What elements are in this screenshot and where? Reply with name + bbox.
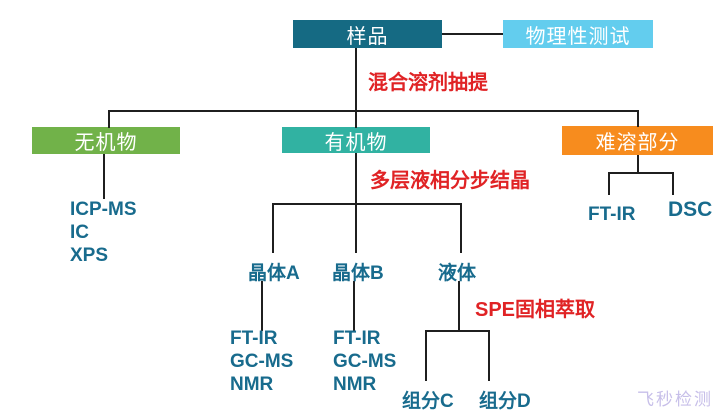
label-insoluble-ftir: FT-IR xyxy=(588,204,636,225)
connector-crystal-a-down xyxy=(261,281,263,331)
label-insoluble-dsc: DSC xyxy=(668,198,713,221)
connector-drop-inorganic xyxy=(108,110,110,128)
connector-drop-fraction-c xyxy=(425,330,427,381)
process-extraction: 混合溶剂抽提 xyxy=(368,72,488,94)
label-crystal-b: 晶体B xyxy=(332,263,384,284)
process-spe: SPE固相萃取 xyxy=(475,299,596,321)
connector-crystal-b-down xyxy=(353,281,355,331)
method-list-inorganic: ICP-MS IC XPS xyxy=(70,198,137,267)
connector-organic-down xyxy=(355,153,357,204)
connector-sample-physical xyxy=(442,33,503,35)
connector-drop-fraction-d xyxy=(488,330,490,381)
method-item: IC xyxy=(70,222,89,243)
connector-drop-liquid xyxy=(460,203,462,253)
connector-drop-insoluble xyxy=(637,110,639,127)
method-item: FT-IR xyxy=(333,328,381,349)
label-fraction-c: 组分C xyxy=(402,391,454,412)
label-fraction-d: 组分D xyxy=(479,391,531,412)
connector-drop-organic xyxy=(355,110,357,128)
connector-drop-crystal-a xyxy=(272,203,274,253)
method-item: GC-MS xyxy=(333,351,397,372)
method-item: FT-IR xyxy=(230,328,278,349)
connector-mid-branch xyxy=(272,203,461,205)
connector-liquid-down xyxy=(458,281,460,331)
node-insoluble: 难溶部分 xyxy=(562,126,713,155)
watermark: 飞秒检测 xyxy=(637,390,713,409)
connector-inorganic-down xyxy=(103,154,105,199)
connector-top-branch xyxy=(108,110,638,112)
method-item: GC-MS xyxy=(230,351,294,372)
label-liquid: 液体 xyxy=(438,263,477,284)
connector-drop-ftir xyxy=(608,172,610,195)
method-item: NMR xyxy=(230,374,274,395)
method-item: ICP-MS xyxy=(70,199,137,220)
method-item: NMR xyxy=(333,374,377,395)
connector-drop-dsc xyxy=(672,172,674,195)
connector-insoluble-branch xyxy=(608,172,673,174)
label-crystal-a: 晶体A xyxy=(248,263,300,284)
method-list-crystal-a: FT-IR GC-MS NMR xyxy=(230,327,293,396)
node-sample: 样品 xyxy=(293,20,442,48)
connector-sample-down xyxy=(355,48,357,110)
method-list-crystal-b: FT-IR GC-MS NMR xyxy=(333,327,396,396)
connector-insoluble-down xyxy=(637,155,639,173)
node-organic: 有机物 xyxy=(282,127,430,154)
connector-drop-crystal-b xyxy=(355,203,357,253)
process-crystallization: 多层液相分步结晶 xyxy=(370,170,530,192)
connector-spe-branch xyxy=(425,330,489,332)
method-item: XPS xyxy=(70,245,109,266)
node-physical-test: 物理性测试 xyxy=(503,20,653,48)
node-inorganic: 无机物 xyxy=(32,127,180,154)
